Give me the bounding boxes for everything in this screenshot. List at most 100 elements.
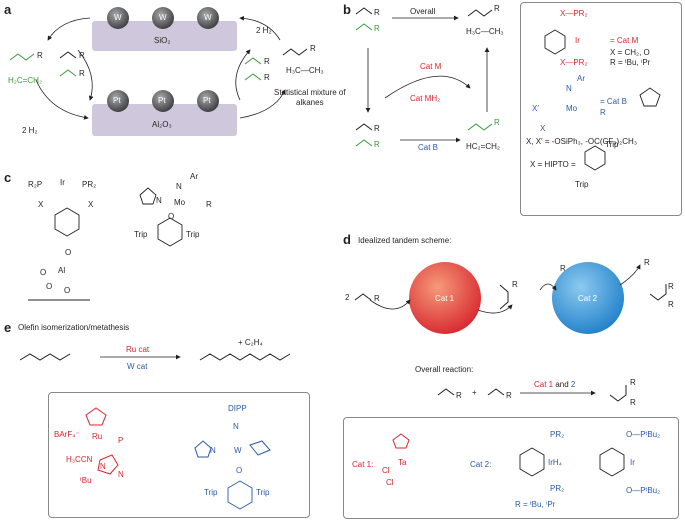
- tbu-label: ᵗBu: [80, 476, 92, 485]
- e-title: Olefin isomerization/metathesis: [18, 323, 130, 332]
- d-r: R: [630, 398, 636, 407]
- pt-label: Pt: [203, 96, 211, 105]
- box-cl2: Cl: [386, 478, 394, 487]
- olefin-skeleton: [9, 53, 35, 61]
- cat2-inlet: [539, 283, 557, 291]
- box-n: N: [566, 84, 572, 93]
- d-two: 2: [345, 293, 350, 302]
- cat-and: and: [553, 380, 571, 389]
- o-label: O: [236, 466, 243, 475]
- d-r: R: [506, 391, 512, 400]
- panel-letter-e: e: [4, 320, 12, 335]
- olefin-skeleton: [354, 293, 372, 301]
- w-label: W: [114, 13, 122, 22]
- box-ir: Ir: [630, 458, 635, 467]
- sio2-label: SiO₂: [154, 36, 171, 45]
- cat1-label: Cat 1: [435, 294, 455, 303]
- d-r: R: [668, 282, 674, 291]
- c-n: N: [176, 182, 182, 191]
- box-cat-b: = Cat B: [600, 97, 627, 106]
- panel-d-catalyst-box: [343, 417, 679, 519]
- cat2-label: Cat 2: [578, 294, 598, 303]
- overall-label: Overall: [410, 7, 436, 16]
- olefin-skeleton: [437, 388, 455, 396]
- dimer-skeleton: [499, 284, 509, 310]
- cycle-arrow: [47, 17, 91, 41]
- trip1-label: Trip: [204, 488, 218, 497]
- c2h4-label: + C₂H₄: [238, 338, 263, 347]
- box-cl1: Cl: [382, 466, 390, 475]
- box-x: X: [540, 124, 546, 133]
- h3ccn-label: H₃CCN: [66, 455, 93, 464]
- pyrrole-ring: [139, 187, 157, 205]
- h2-right-label: 2 H₂: [256, 26, 272, 35]
- imidazole-ring: [97, 454, 119, 475]
- aryl-ring: [157, 217, 183, 247]
- cat2-circle: [552, 262, 624, 334]
- cp-ring: [85, 407, 107, 426]
- n4-label: N: [210, 446, 216, 455]
- box-mo: Mo: [566, 104, 578, 113]
- d-r: R: [512, 280, 518, 289]
- d-r: R: [374, 294, 380, 303]
- al2o3-label: Al₂O₃: [152, 120, 172, 129]
- cat-m-cycle: [384, 75, 471, 99]
- box-hipto: X = HIPTO =: [530, 160, 576, 169]
- cycle-arrow: [239, 89, 286, 119]
- product-skeleton: [467, 9, 493, 17]
- c-r: R: [206, 200, 212, 209]
- w-sphere: [107, 7, 129, 29]
- panel-a-graphics: [9, 7, 308, 136]
- box-r-def: R = ᵗBu, ⁱPr: [610, 58, 651, 67]
- box-xx-def: X, X′ = -OSiPh₃, -OC(CF₃)₂CH₃: [526, 137, 638, 146]
- box-irh4: IrH₄: [548, 458, 562, 467]
- stat-mixture-line2: alkanes: [296, 98, 324, 107]
- box-x-def: X = CH₂, O: [610, 48, 650, 57]
- panel-b-catalyst-box: [520, 2, 682, 216]
- r-label: R: [374, 8, 380, 17]
- alkane-skeleton: [487, 388, 505, 396]
- c-o2: O: [40, 268, 47, 277]
- c-ar: Ar: [190, 172, 198, 181]
- h2-left-label: 2 H₂: [22, 126, 38, 135]
- pt-label: Pt: [113, 96, 121, 105]
- cyclobutyl: [249, 440, 271, 456]
- panel-d-graphics: [354, 262, 667, 477]
- c-trip1: Trip: [134, 230, 148, 239]
- w-label: W: [204, 13, 212, 22]
- pincer-ring: [54, 207, 80, 237]
- cat1-ref: Cat 1: [534, 380, 554, 389]
- hipto-ring: [584, 145, 606, 171]
- alkane-skeleton: [282, 48, 308, 56]
- c-o5: O: [168, 212, 175, 221]
- w-label: W: [234, 446, 242, 455]
- panel-e-catalyst-box: [48, 392, 310, 518]
- panel-c-graphics: [28, 187, 183, 301]
- c-o4: O: [64, 286, 71, 295]
- box-ptbu2-top: O—PᵗBu₂: [626, 430, 661, 439]
- product-skeleton: [649, 284, 667, 301]
- c-ir: Ir: [60, 178, 65, 187]
- dipp-label: DIPP: [228, 404, 247, 413]
- pincer-ring: [544, 29, 566, 55]
- d-r: R: [630, 378, 636, 387]
- box-trip-bottom: Trip: [575, 180, 589, 189]
- ethane-label: H₃C—CH₃: [286, 66, 324, 75]
- r-label: R: [79, 51, 85, 60]
- pt-sphere: [197, 90, 219, 112]
- box-ptbu2-bottom: O—PᵗBu₂: [626, 486, 661, 495]
- box-xprime: X′: [532, 104, 539, 113]
- cat1-inlet: [369, 299, 411, 310]
- pyrrole-ring: [194, 440, 212, 458]
- cat-b-label: Cat B: [418, 143, 439, 152]
- ru-label: Ru: [92, 432, 103, 441]
- ru-cat-label: Ru cat: [126, 345, 150, 354]
- d-r: R: [668, 300, 674, 309]
- ethylene-label: H₂C=CH₂: [8, 76, 42, 85]
- cycle-arrow: [35, 79, 89, 120]
- c-r2p: R₂P: [28, 180, 43, 189]
- box-pr2-top: PR₂: [550, 430, 565, 439]
- c-x1: X: [38, 200, 44, 209]
- cycle-arrow: [239, 15, 281, 41]
- cat-m-label: Cat M: [420, 62, 442, 71]
